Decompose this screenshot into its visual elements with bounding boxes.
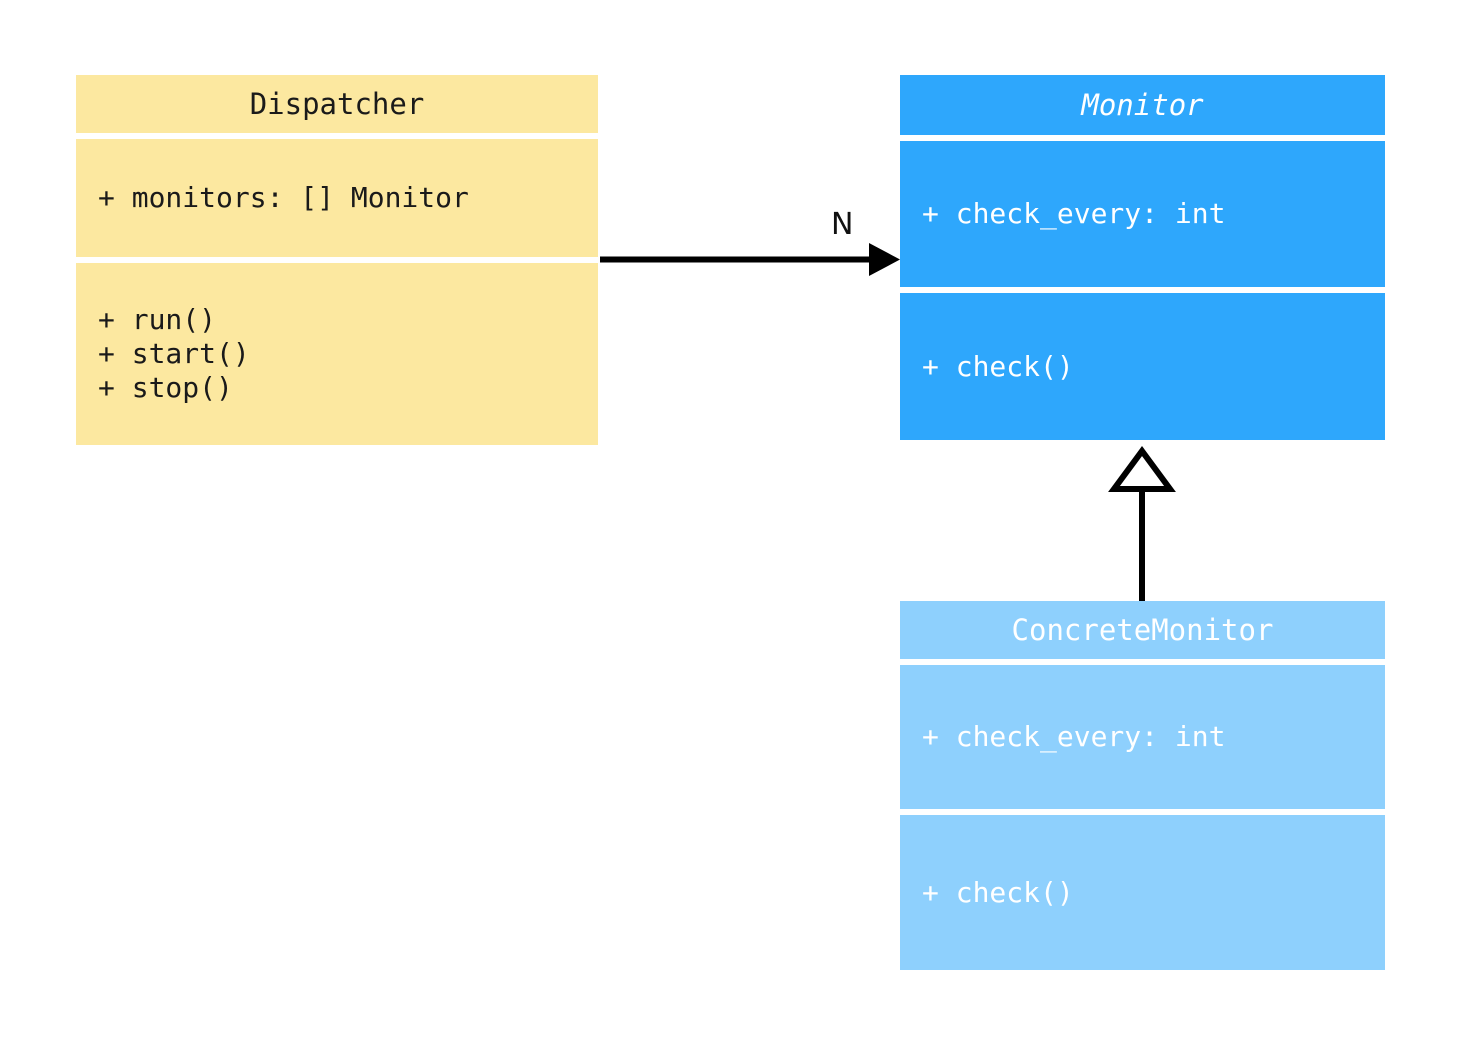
attribute-row: + check_every: int xyxy=(922,720,1226,753)
class-box-concrete-monitor[interactable]: ConcreteMonitor + check_every: int + che… xyxy=(900,601,1385,970)
class-divider xyxy=(900,809,1385,815)
association-dispatcher-to-monitor xyxy=(600,243,900,276)
operations-compartment-concrete-monitor: + check() xyxy=(900,815,1385,970)
class-box-dispatcher[interactable]: Dispatcher + monitors: [] Monitor + run(… xyxy=(76,75,598,445)
operation-row: + start() xyxy=(98,337,250,370)
class-title-monitor: Monitor xyxy=(900,75,1385,135)
class-title-dispatcher: Dispatcher xyxy=(76,75,598,133)
operations-compartment-monitor: + check() xyxy=(900,293,1385,440)
operation-row: + check() xyxy=(922,349,1074,383)
class-divider xyxy=(900,135,1385,141)
operations-compartment-dispatcher: + run() + start() + stop() xyxy=(76,263,598,445)
attributes-compartment-monitor: + check_every: int xyxy=(900,141,1385,287)
attributes-compartment-dispatcher: + monitors: [] Monitor xyxy=(76,139,598,257)
operation-row: + check() xyxy=(922,875,1074,909)
attribute-row: + check_every: int xyxy=(922,197,1226,230)
operation-row: + run() xyxy=(98,303,217,336)
class-divider xyxy=(76,257,598,263)
class-divider xyxy=(76,133,598,139)
class-divider xyxy=(900,659,1385,665)
generalization-concrete-monitor-to-monitor xyxy=(1108,445,1176,601)
class-box-monitor[interactable]: Monitor + check_every: int + check() xyxy=(900,75,1385,440)
attribute-row: + monitors: [] Monitor xyxy=(98,181,469,214)
attributes-compartment-concrete-monitor: + check_every: int xyxy=(900,665,1385,809)
association-multiplicity-label: N xyxy=(831,207,854,242)
class-title-concrete-monitor: ConcreteMonitor xyxy=(900,601,1385,659)
operation-row: + stop() xyxy=(98,371,233,404)
filled-arrowhead-icon xyxy=(869,243,900,276)
class-divider xyxy=(900,287,1385,293)
hollow-triangle-icon xyxy=(1108,445,1176,492)
